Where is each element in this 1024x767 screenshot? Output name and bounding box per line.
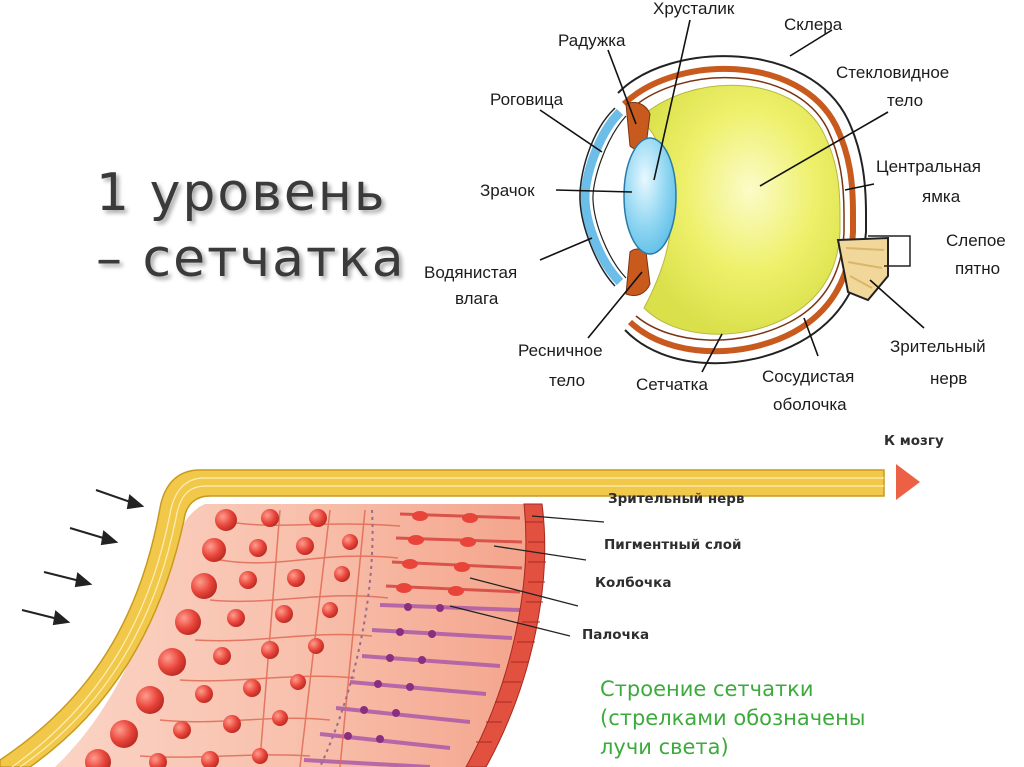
light-ray-arrows	[22, 490, 142, 624]
iris-bottom	[626, 249, 650, 296]
label-iris: Радужка	[558, 31, 626, 50]
lens	[624, 138, 676, 254]
cornea	[585, 112, 620, 282]
label-to-brain: К мозгу	[884, 433, 944, 449]
label-choroid-1: Сосудистая	[762, 367, 854, 386]
label-fovea-1: Центральная	[876, 157, 981, 176]
retina-diagram: К мозгу Зрительный нерв Пигментный слой …	[0, 430, 1024, 767]
label-cone: Колбочка	[595, 575, 671, 591]
label-rod: Палочка	[582, 627, 649, 643]
label-optic-nerve-2: нерв	[930, 369, 967, 388]
eye-diagram: Хрусталик Радужка Склера Стекловидное те…	[0, 0, 1024, 430]
to-brain-arrow	[896, 464, 920, 500]
label-aqueous-2: влага	[455, 289, 499, 308]
label-pigment-layer: Пигментный слой	[604, 537, 741, 553]
label-lens: Хрусталик	[653, 0, 735, 18]
label-ciliary-1: Ресничное	[518, 341, 603, 360]
label-retina-optic-nerve: Зрительный нерв	[608, 491, 745, 507]
label-ciliary-2: тело	[549, 371, 585, 390]
caption-line-2: (стрелками обозначены	[600, 706, 865, 730]
label-blind-spot-2: пятно	[955, 259, 1000, 278]
label-vitreous-2: тело	[887, 91, 923, 110]
label-pupil: Зрачок	[480, 181, 535, 200]
label-blind-spot-1: Слепое	[946, 231, 1006, 250]
label-choroid-2: оболочка	[773, 395, 847, 414]
caption-line-3: лучи света)	[600, 735, 729, 759]
label-retina: Сетчатка	[636, 375, 708, 394]
caption-line-1: Строение сетчатки	[600, 677, 814, 701]
label-aqueous-1: Водянистая	[424, 263, 517, 282]
label-cornea: Роговица	[490, 90, 564, 109]
label-optic-nerve-1: Зрительный	[890, 337, 986, 356]
label-fovea-2: ямка	[922, 187, 961, 206]
label-sclera: Склера	[784, 15, 843, 34]
label-vitreous-1: Стекловидное	[836, 63, 949, 82]
